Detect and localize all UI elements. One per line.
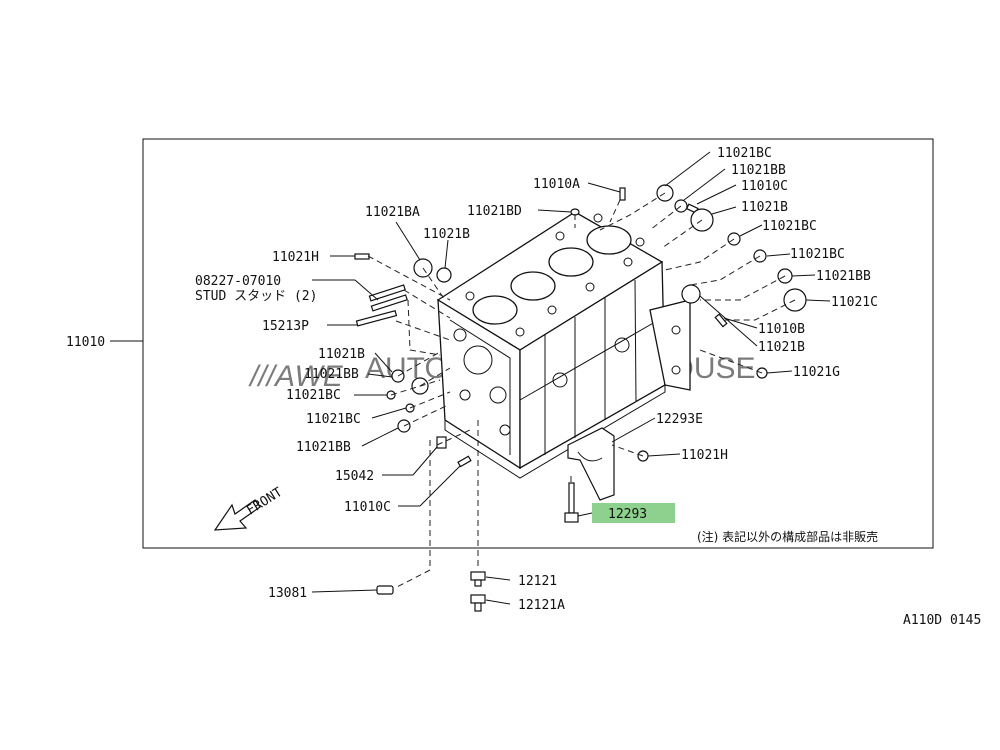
label-13081: 13081	[268, 586, 307, 601]
label-11010B: 11010B	[758, 322, 805, 337]
label-15042: 15042	[335, 469, 374, 484]
front-arrow	[213, 499, 261, 531]
label-11010A: 11010A	[533, 177, 580, 192]
label-11021G: 11021G	[793, 365, 840, 380]
part-labels: 11021BC 11021BB 11010C 11021B 11021BC 11…	[66, 146, 981, 628]
label-11021BB-c: 11021BB	[304, 367, 359, 382]
cap-bolt	[564, 482, 579, 523]
label-11021BD: 11021BD	[467, 204, 522, 219]
diagram-frame	[142, 138, 934, 549]
label-08227-07010: 08227-07010	[195, 274, 281, 289]
label-11021BC-b: 11021BC	[762, 219, 817, 234]
label-11021BC-a: 11021BC	[717, 146, 772, 161]
label-front: FRONT	[244, 485, 285, 519]
bolt-12121	[470, 571, 486, 587]
cylinder-block-drawing	[436, 211, 691, 479]
label-11021H-b: 11021H	[681, 448, 728, 463]
label-11010C-b: 11010C	[344, 500, 391, 515]
label-11021BA: 11021BA	[365, 205, 420, 220]
label-11021BC-e: 11021BC	[306, 412, 361, 427]
label-11021B-d: 11021B	[318, 347, 365, 362]
highlight-12293	[592, 503, 675, 523]
label-12293E: 12293E	[656, 412, 703, 427]
plug-11021H-left	[354, 253, 370, 260]
plug-13081	[376, 585, 394, 595]
label-11021B-a: 11021B	[741, 200, 788, 215]
dashed-lines	[367, 192, 796, 589]
label-12293: 12293	[608, 507, 647, 522]
watermark-left: ///AWE	[248, 360, 344, 393]
label-11021BC-c: 11021BC	[790, 247, 845, 262]
main-bearing-cap	[567, 427, 615, 501]
left-plugs	[386, 258, 472, 468]
label-12121: 12121	[518, 574, 557, 589]
label-stud: STUD スタッド (2)	[195, 289, 317, 304]
label-12121A: 12121A	[518, 598, 565, 613]
footnote: (注) 表記以外の構成部品は非販売	[697, 529, 878, 544]
label-11021B-b: 11021B	[758, 340, 805, 355]
top-plugs	[570, 187, 626, 216]
label-11021H-a: 11021H	[272, 250, 319, 265]
label-11021B-c: 11021B	[423, 227, 470, 242]
label-11010: 11010	[66, 335, 105, 350]
label-15213P: 15213P	[262, 319, 309, 334]
label-11021BC-d: 11021BC	[286, 388, 341, 403]
label-11021BB-d: 11021BB	[296, 440, 351, 455]
diagram-code: A110D 0145	[903, 613, 981, 628]
label-11021BB-a: 11021BB	[731, 163, 786, 178]
studs	[355, 284, 408, 327]
label-11021BB-b: 11021BB	[816, 269, 871, 284]
label-11010C-a: 11010C	[741, 179, 788, 194]
label-11021C: 11021C	[831, 295, 878, 310]
bolt-12121A	[470, 594, 486, 612]
